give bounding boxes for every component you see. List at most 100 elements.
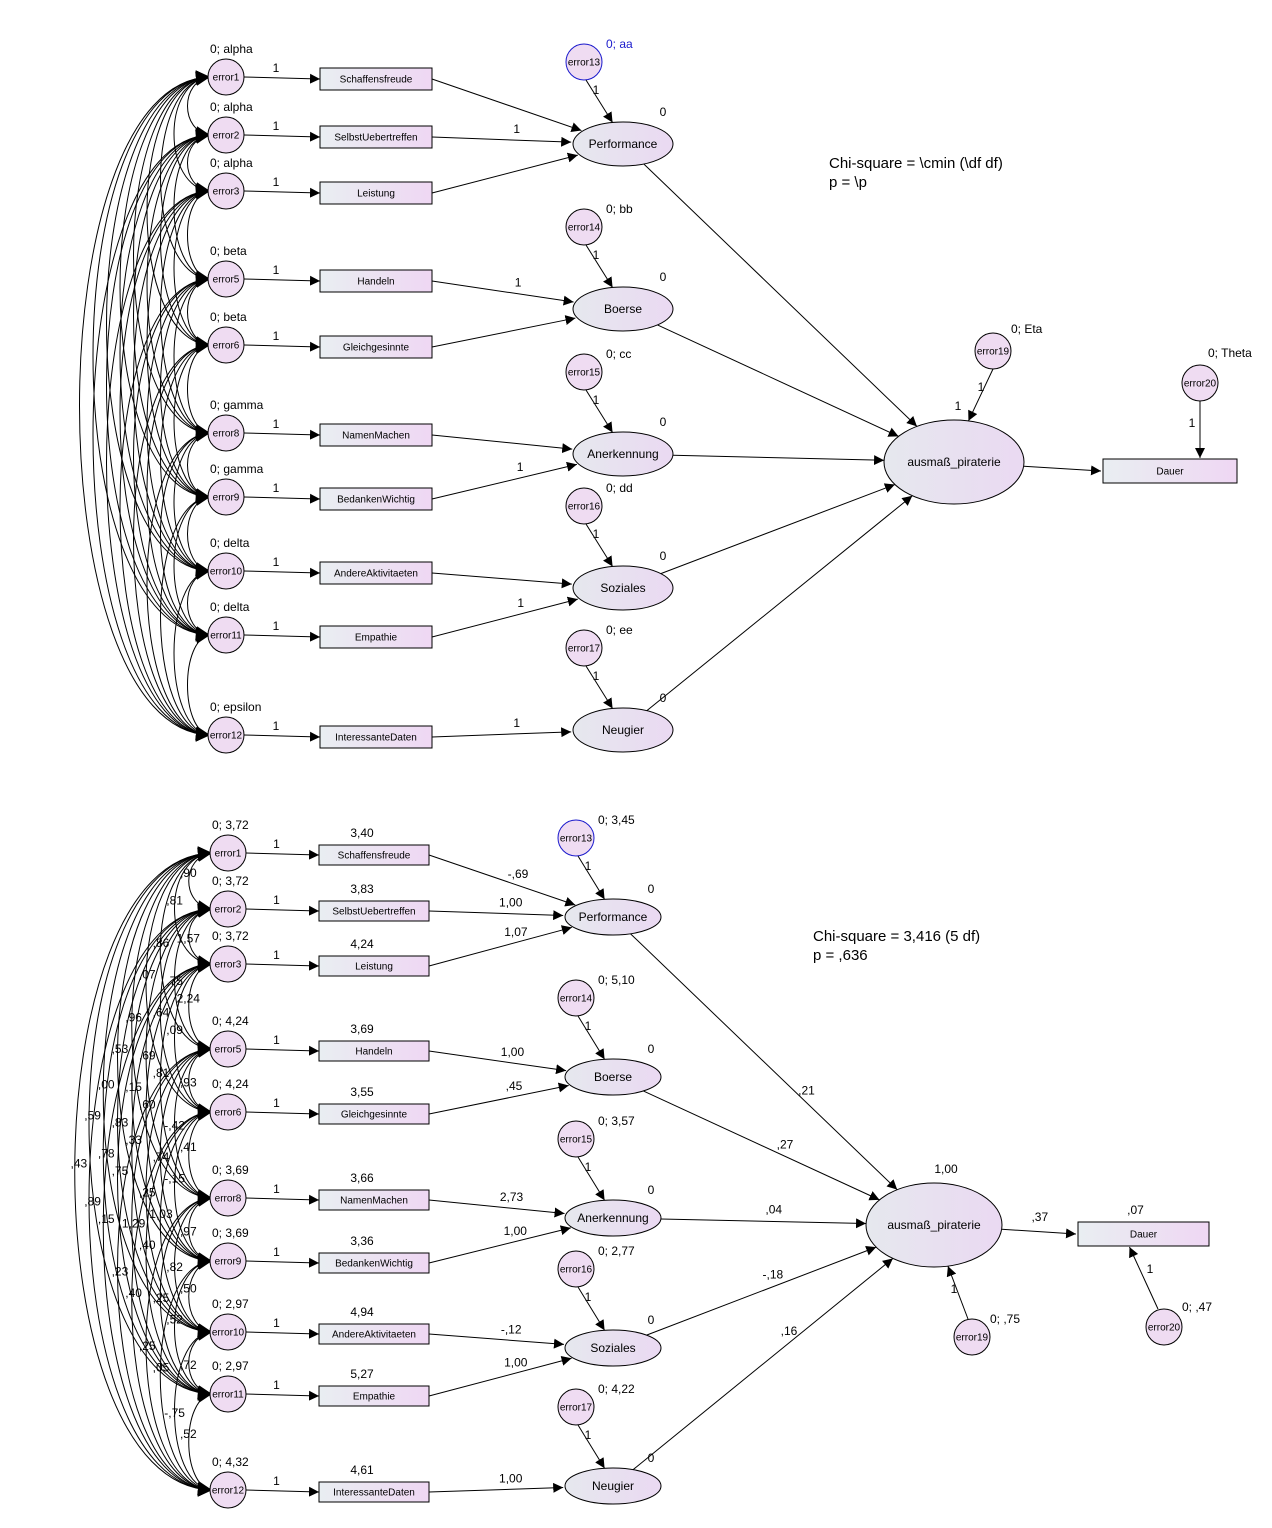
residual-variance-label: 0; bb [606,202,633,216]
covariance-arc [187,491,211,577]
observed-to-latent-path [431,152,578,194]
error-variance-label: 0; 3,69 [212,1163,249,1177]
covariance-arc [188,1255,213,1338]
covariance-arc [146,338,211,642]
error-variance-label: 0; epsilon [210,700,261,714]
observed-to-latent-path [428,1225,571,1264]
error-variance-label: 0; alpha [210,100,253,114]
latent-ellipse-label: Anerkennung [577,1211,648,1225]
covariance-label: ,15 [98,1212,115,1226]
intercept-label: 3,55 [350,1085,374,1099]
residual-circle [557,819,595,857]
covariance-label: ,23 [112,1265,129,1279]
covariance-arc [146,184,211,504]
error-circle-label: error1 [213,73,240,84]
covariance-label: ,25 [139,1186,156,1200]
error-circle-label: error8 [215,1194,242,1205]
dauer-intercept-label: ,07 [1127,1203,1144,1217]
observed-box-label: InteressanteDaten [333,1488,415,1499]
covariance-arc [160,426,211,642]
residual-variance-label: 0; 3,57 [598,1114,635,1128]
error-path-label: 1 [273,1378,280,1392]
error-circle-label: error11 [212,1390,244,1401]
covariance-arc [160,490,211,742]
covariance-arc [187,629,211,741]
observed-to-latent-path [431,78,582,133]
dauer-box [1102,458,1238,484]
chi-square-text: Chi-square = \cmin (\df df) [829,155,1003,172]
covariance-arc [145,1105,213,1401]
covariance-label: ,43 [71,1157,88,1171]
error-variance-label: 0; alpha [210,156,253,170]
residual-path-label: 1 [593,669,600,683]
covariance-label: ,69 [139,1049,156,1063]
covariance-label: ,75 [166,974,183,988]
error-variance-label: 0; 3,72 [212,874,249,888]
covariance-label: 2,24 [177,992,201,1006]
error-path-label: 1 [273,555,280,569]
covariance-arc [131,957,213,1339]
dauer-coef-label: ,37 [1031,1210,1048,1224]
covariance-label: ,96 [125,1011,142,1025]
latent-ellipse [564,1467,662,1505]
latent-intercept-label: 0 [660,549,667,563]
error-variance-label: 0; beta [210,310,247,324]
covariance-arc [119,272,211,742]
latent-ellipse-label: Performance [579,910,648,924]
error-path-label: 1 [273,1245,280,1259]
covariance-label: ,74 [153,1150,170,1164]
residual-circle-label: error16 [560,1265,593,1276]
loading-label: 1,00 [501,1045,525,1059]
error-to-observed-path [245,849,320,860]
residual-path-label: 1 [585,859,592,873]
latent-intercept-label: 0 [660,105,667,119]
error-path-label: 1 [273,417,280,431]
outcome-residual-circle [953,1318,991,1356]
error-variance-label: 0; 3,72 [212,929,249,943]
observed-to-latent-path [428,925,572,967]
observed-to-latent-path [431,315,576,348]
chi-square-text: Chi-square = 3,416 (5 df) [813,928,980,945]
error-to-observed-path [243,493,321,504]
error-circle-label: error3 [215,960,242,971]
error-to-observed-path [245,1108,320,1119]
observed-to-latent-path [431,434,573,454]
error-to-observed-path [245,1486,320,1497]
covariance-arc [160,338,211,578]
p-value-text: p = ,636 [813,947,868,964]
error-variance-label: 0; 3,72 [212,818,249,832]
covariance-arc [174,903,213,1055]
error-circle-label: error6 [213,341,240,352]
residual-path-label: 1 [593,83,600,97]
covariance-arc [133,128,211,504]
residual-circle-label: error16 [568,502,601,513]
covariance-arc [188,1388,213,1496]
latent-ellipse-label: Boerse [604,302,642,316]
residual-circle [565,208,603,246]
covariance-arc [188,1106,213,1204]
covariance-arc [117,957,213,1401]
outcome-residual-variance-label: 0; Eta [1011,322,1043,336]
covariance-arc [159,1254,213,1497]
observed-to-latent-path [431,136,572,147]
error-path-label: 1 [273,1474,280,1488]
latent-ellipse-label: Boerse [594,1070,632,1084]
covariance-arc [174,1106,213,1267]
structural-coef-label: ,04 [765,1203,782,1217]
covariance-label: ,25 [139,1339,156,1353]
residual-to-latent-path [577,1015,606,1060]
covariance-arc [131,846,213,1205]
residual-circle-label: error14 [560,994,593,1005]
latent-ellipse [564,1329,662,1367]
latent-ellipse [564,898,662,936]
error-to-observed-path [245,1194,320,1205]
covariance-label: ,60 [139,1098,156,1112]
residual-path-label: 1 [585,1019,592,1033]
residual-circle [557,1388,595,1426]
latent-intercept-label: 0 [648,1313,655,1327]
